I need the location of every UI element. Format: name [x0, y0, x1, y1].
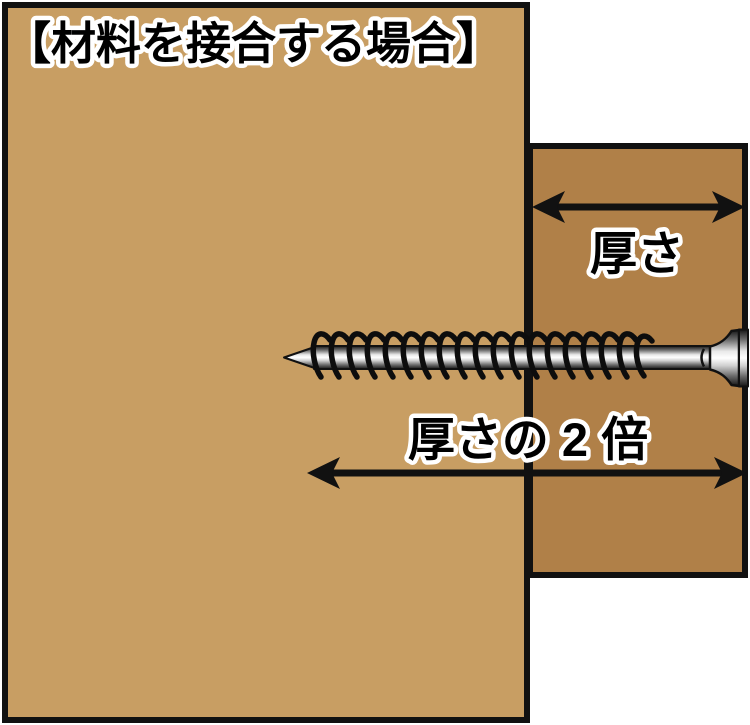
double-thickness-label: 厚さの 2 倍	[408, 413, 648, 466]
thickness-arrow-icon	[532, 191, 745, 223]
diagram-title: 【材料を接合する場合】	[6, 18, 501, 69]
screw-icon	[283, 328, 749, 388]
thickness-label: 厚さ	[590, 227, 684, 280]
screw-threads	[310, 331, 655, 380]
double-thickness-arrow-icon	[307, 457, 747, 489]
